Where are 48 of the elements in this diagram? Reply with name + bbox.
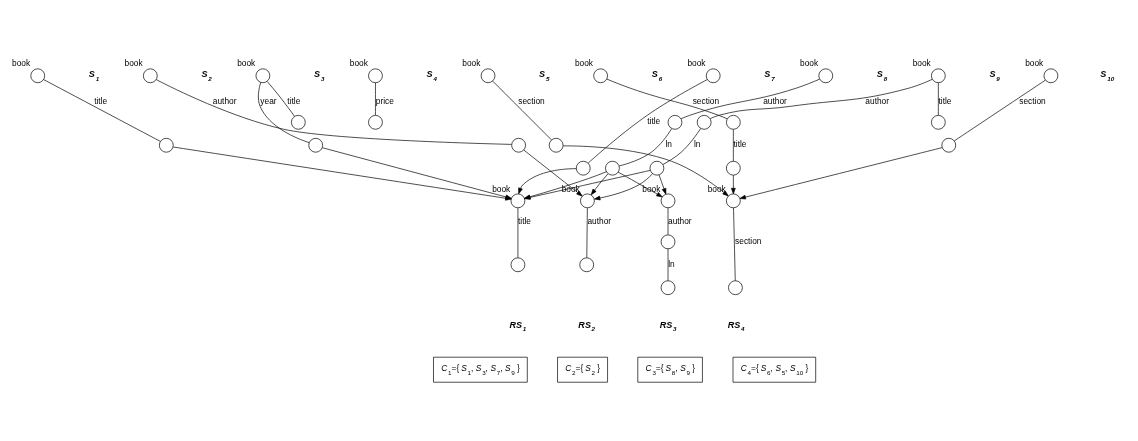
edge-label: year bbox=[260, 95, 277, 106]
edge-label: author bbox=[865, 95, 890, 106]
edge-label: section bbox=[735, 235, 762, 246]
edge-label: ln bbox=[693, 138, 701, 149]
edge-label: author bbox=[668, 215, 692, 225]
label: RS$_{3}$ bbox=[659, 319, 677, 332]
edge-label: price bbox=[375, 95, 394, 106]
edge-label: title bbox=[938, 95, 952, 106]
edge-label: ln bbox=[665, 138, 672, 149]
node-label: book bbox=[574, 57, 593, 68]
label: RS$_{1}$ bbox=[509, 319, 527, 332]
node-label: book bbox=[237, 57, 256, 68]
edge-label: title bbox=[518, 215, 532, 225]
label: S$_{8}$ bbox=[876, 68, 888, 82]
edge-label: section bbox=[1019, 95, 1046, 106]
edge-label: title bbox=[733, 138, 747, 149]
label: S$_{10}$ bbox=[1100, 68, 1115, 82]
label: S$_{7}$ bbox=[764, 68, 775, 82]
edge-label: author bbox=[587, 215, 612, 225]
edge-label: author bbox=[212, 95, 237, 106]
edge-label: section bbox=[692, 95, 720, 106]
node-label: book bbox=[707, 183, 726, 194]
node-label: book bbox=[492, 183, 511, 194]
label: RS$_{2}$ bbox=[578, 319, 596, 332]
node-label: book bbox=[561, 183, 580, 194]
edge-label: section bbox=[518, 95, 545, 106]
label: S$_{3}$ bbox=[313, 68, 325, 82]
node-label: book bbox=[912, 57, 931, 68]
edge-label: ln bbox=[668, 258, 675, 269]
node-label: book bbox=[687, 57, 706, 68]
node-label: book bbox=[124, 57, 143, 68]
node-label: book bbox=[642, 183, 661, 194]
label: S$_{9}$ bbox=[989, 68, 1000, 82]
edge-label: title bbox=[647, 115, 661, 126]
node-label: book bbox=[1025, 57, 1044, 68]
node-label: book bbox=[12, 57, 31, 68]
label: S$_{6}$ bbox=[651, 68, 663, 82]
edge-label: author bbox=[763, 95, 787, 106]
edge-label: title bbox=[94, 95, 108, 106]
node-label: book bbox=[349, 57, 368, 68]
node-label: book bbox=[462, 57, 481, 68]
label: S$_{2}$ bbox=[201, 68, 212, 82]
label: RS$_{4}$ bbox=[727, 319, 745, 332]
node-label: book bbox=[800, 57, 819, 68]
label: S$_{5}$ bbox=[539, 68, 550, 82]
edge-label: title bbox=[287, 95, 301, 106]
label: S$_{4}$ bbox=[426, 68, 437, 82]
label: S$_{1}$ bbox=[88, 68, 100, 82]
